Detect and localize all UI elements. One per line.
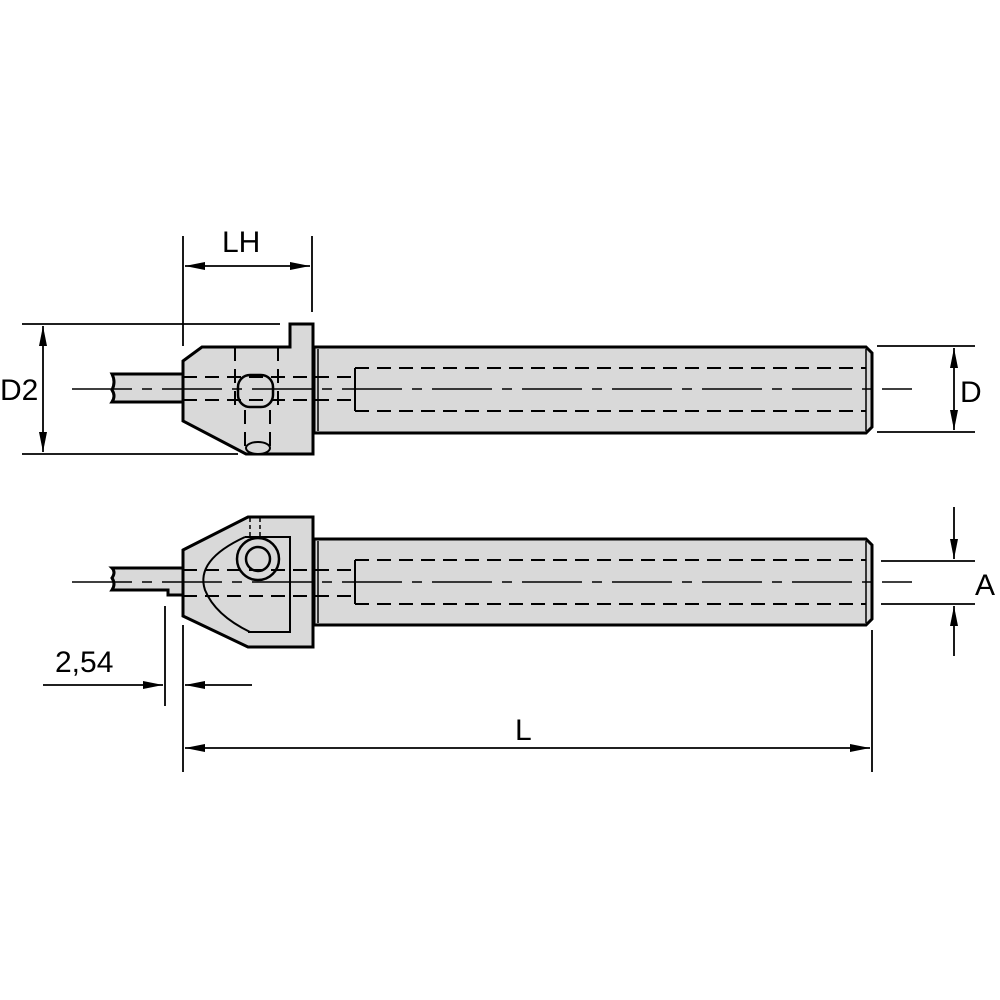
label-offset: 2,54 (55, 646, 113, 679)
label-l: L (515, 714, 532, 747)
label-d2: D2 (0, 374, 38, 407)
dimension-lines (22, 236, 975, 772)
bottom-head (181, 515, 315, 649)
label-a: A (975, 569, 995, 602)
label-d: D (960, 376, 982, 409)
top-shank (312, 345, 874, 435)
bottom-view (72, 515, 912, 649)
label-lh: LH (222, 226, 260, 259)
top-bar-stub (109, 372, 185, 404)
top-view (72, 322, 912, 456)
top-head (181, 322, 315, 456)
